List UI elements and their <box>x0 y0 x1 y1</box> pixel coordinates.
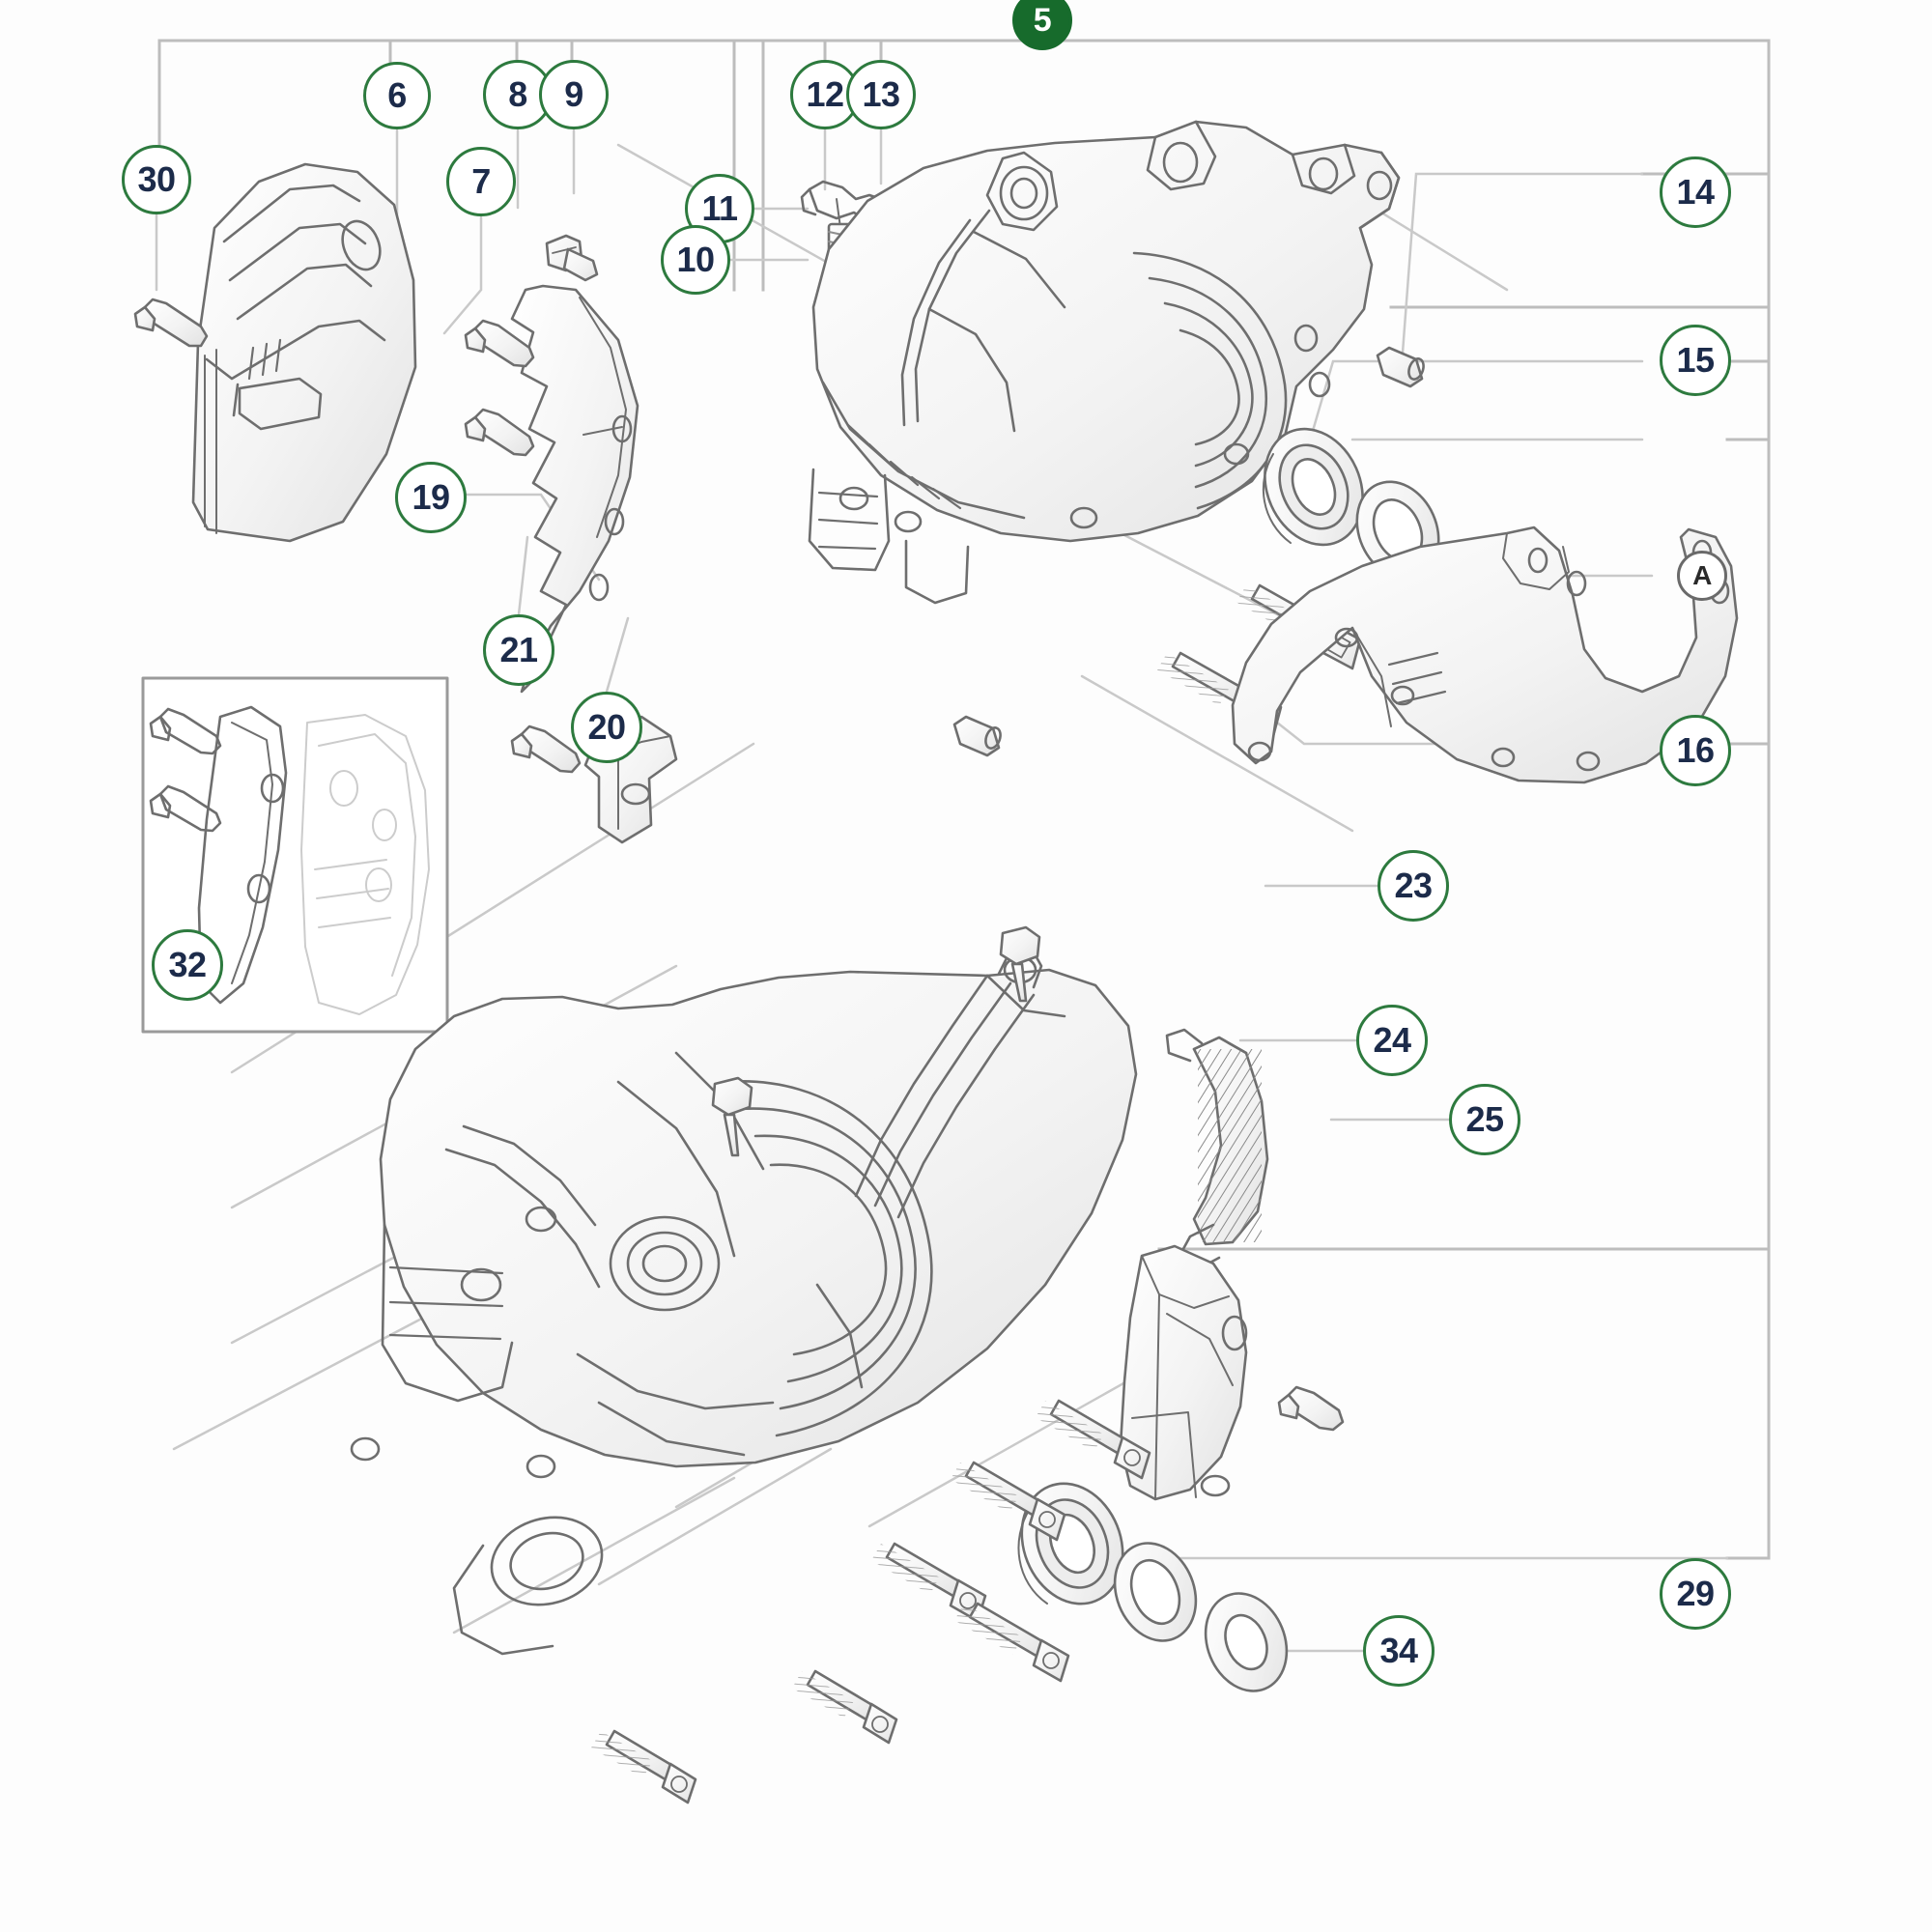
part-crankcase-half-right <box>808 120 1401 605</box>
callout-label: 32 <box>168 945 207 984</box>
part-cap-screw-mid <box>711 1076 753 1157</box>
callout-label: 29 <box>1676 1574 1715 1613</box>
screw-e <box>792 1669 898 1745</box>
callout-label: 9 <box>564 74 583 114</box>
part-clutch-cover <box>191 162 417 543</box>
screw-d <box>954 1602 1070 1683</box>
callout-6[interactable]: 6 <box>363 62 431 129</box>
callout-9[interactable]: 9 <box>539 60 609 129</box>
callout-label: 14 <box>1676 172 1715 212</box>
part-ring-29b <box>1113 1542 1198 1642</box>
callout-label: 7 <box>471 161 491 201</box>
callout-20[interactable]: 20 <box>571 692 642 763</box>
callout-24[interactable]: 24 <box>1356 1005 1428 1076</box>
callout-label: 20 <box>587 707 626 747</box>
callout-label: 15 <box>1676 340 1715 380</box>
callout-label: 10 <box>676 240 715 279</box>
callout-label: 34 <box>1379 1631 1418 1670</box>
part-cap-screw-top <box>999 925 1041 1003</box>
part-stud-pin-9 <box>562 247 599 282</box>
callout-label: 16 <box>1676 730 1715 770</box>
callout-label: A <box>1692 560 1712 590</box>
part-shim-washer-34 <box>1204 1592 1289 1692</box>
callout-label: 30 <box>137 159 176 199</box>
callout-label: 24 <box>1373 1020 1411 1060</box>
part-case-screws <box>591 1399 1151 1804</box>
callout-25[interactable]: 25 <box>1449 1084 1520 1155</box>
callout-5[interactable]: 5 <box>1012 0 1072 50</box>
callout-label: 23 <box>1394 866 1433 905</box>
callout-label: 6 <box>387 75 407 115</box>
callout-19[interactable]: 19 <box>395 462 467 533</box>
callout-label: 19 <box>412 477 450 517</box>
part-chain-catcher-plate <box>510 284 639 694</box>
part-plate-screws <box>464 319 535 457</box>
screw-a <box>1036 1399 1151 1480</box>
part-dowel-pin-14 <box>1376 346 1425 388</box>
part-bracket-screw-21 <box>510 724 582 774</box>
callout-label: 12 <box>806 74 844 114</box>
part-crankcase-gasket <box>1231 526 1739 784</box>
part-brake-band-23 <box>1165 1028 1269 1273</box>
callout-label: 21 <box>499 630 538 669</box>
callout-label: 13 <box>862 74 900 114</box>
part-cover-screw-30 <box>133 298 209 348</box>
callout-10[interactable]: 10 <box>661 225 730 295</box>
callout-7[interactable]: 7 <box>446 147 516 216</box>
part-guard-screw-25 <box>1277 1385 1345 1432</box>
callout-label: 25 <box>1465 1099 1504 1139</box>
screw-b <box>951 1461 1066 1542</box>
callout-15[interactable]: 15 <box>1660 325 1731 396</box>
callout-29[interactable]: 29 <box>1660 1558 1731 1630</box>
callout-label: 11 <box>701 188 738 228</box>
callout-30[interactable]: 30 <box>122 145 191 214</box>
callout-16[interactable]: 16 <box>1660 715 1731 786</box>
part-oil-seal-15 <box>1262 427 1364 547</box>
screw-f <box>591 1729 697 1804</box>
callout-label: 5 <box>1033 2 1052 39</box>
callout-34[interactable]: 34 <box>1363 1615 1435 1687</box>
part-dowel-pin-14b <box>952 715 1002 757</box>
callout-label: 8 <box>508 74 527 114</box>
callout-13[interactable]: 13 <box>846 60 916 129</box>
part-crankcase-half-left <box>350 947 1138 1656</box>
callout-14[interactable]: 14 <box>1660 156 1731 228</box>
part-sprocket-guard-24 <box>1119 1244 1248 1501</box>
callout-23[interactable]: 23 <box>1378 850 1449 922</box>
callout-21[interactable]: 21 <box>483 614 554 686</box>
callout-a[interactable]: A <box>1677 551 1727 601</box>
callout-32[interactable]: 32 <box>152 929 223 1001</box>
